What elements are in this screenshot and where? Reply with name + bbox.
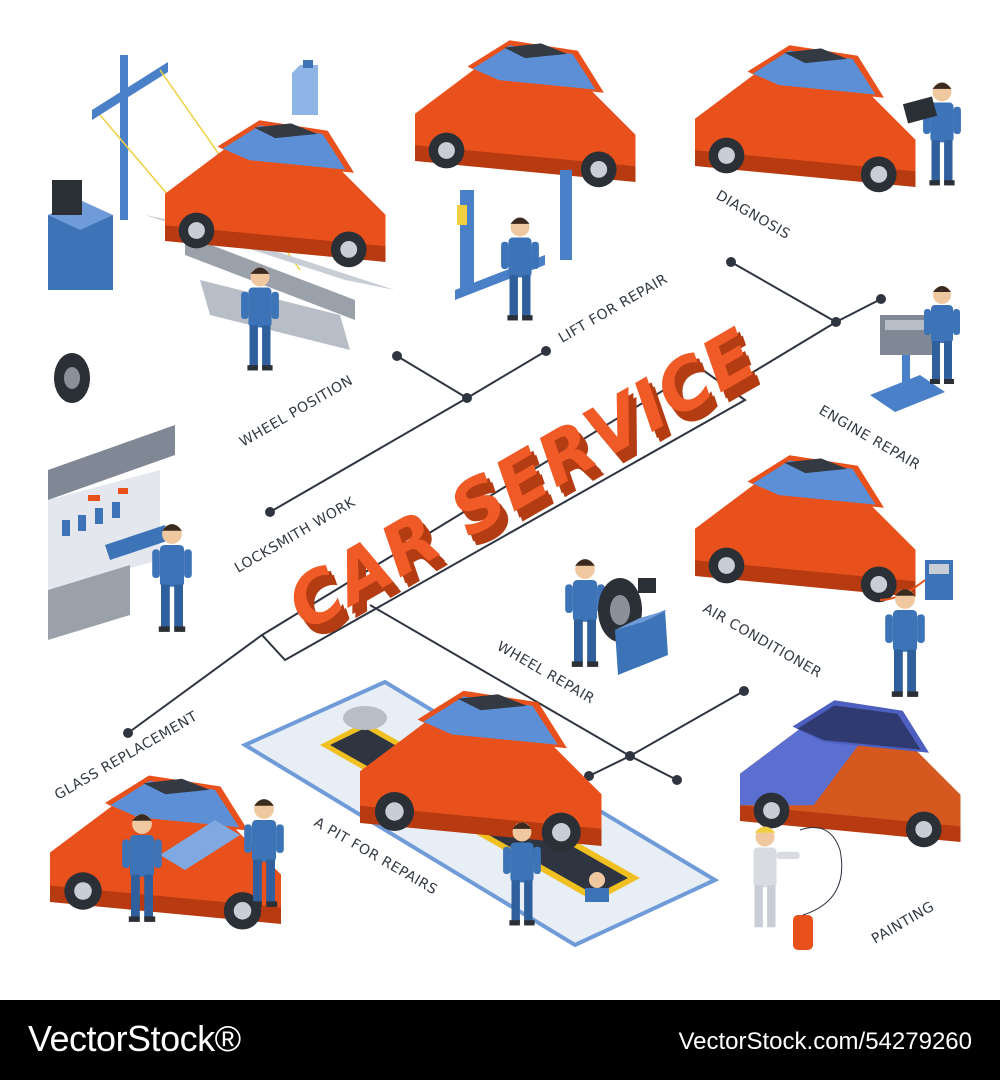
connector-lines <box>127 261 882 781</box>
wheel-position-illustration <box>48 55 395 403</box>
car-service-title: CAR SERVICE CAR SERVICE CAR SERVICE <box>274 313 779 657</box>
brand-logo-text: VectorStock® <box>28 1018 241 1059</box>
label-air-conditioner: AIR CONDITIONER <box>700 601 824 682</box>
stock-id: VectorStock.com/54279260 <box>678 1028 972 1055</box>
car-service-diagram: CAR SERVICE CAR SERVICE CAR SERVICE <box>48 40 961 950</box>
lift-for-repair-illustration <box>415 40 636 321</box>
label-wheel-position: WHEEL POSITION <box>237 373 356 451</box>
engine-repair-illustration <box>870 286 960 412</box>
locksmith-work-illustration <box>48 425 192 640</box>
painting-illustration <box>740 700 961 950</box>
label-painting: PAINTING <box>869 899 937 948</box>
air-conditioner-illustration <box>695 455 953 697</box>
pit-for-repairs-illustration <box>240 679 720 948</box>
infographic-canvas: CAR SERVICE CAR SERVICE CAR SERVICE <box>48 40 961 950</box>
wheel-repair-illustration <box>565 559 668 675</box>
connector-dots <box>123 257 886 785</box>
label-lift-for-repair: LIFT FOR REPAIR <box>556 271 671 346</box>
title-face: CAR SERVICE <box>274 313 771 647</box>
diagnosis-illustration <box>695 45 961 193</box>
glass-replacement-illustration <box>49 775 284 930</box>
watermark-footer: VectorStock® VectorStock.com/54279260 <box>0 1000 1000 1080</box>
label-diagnosis: DIAGNOSIS <box>713 188 793 243</box>
